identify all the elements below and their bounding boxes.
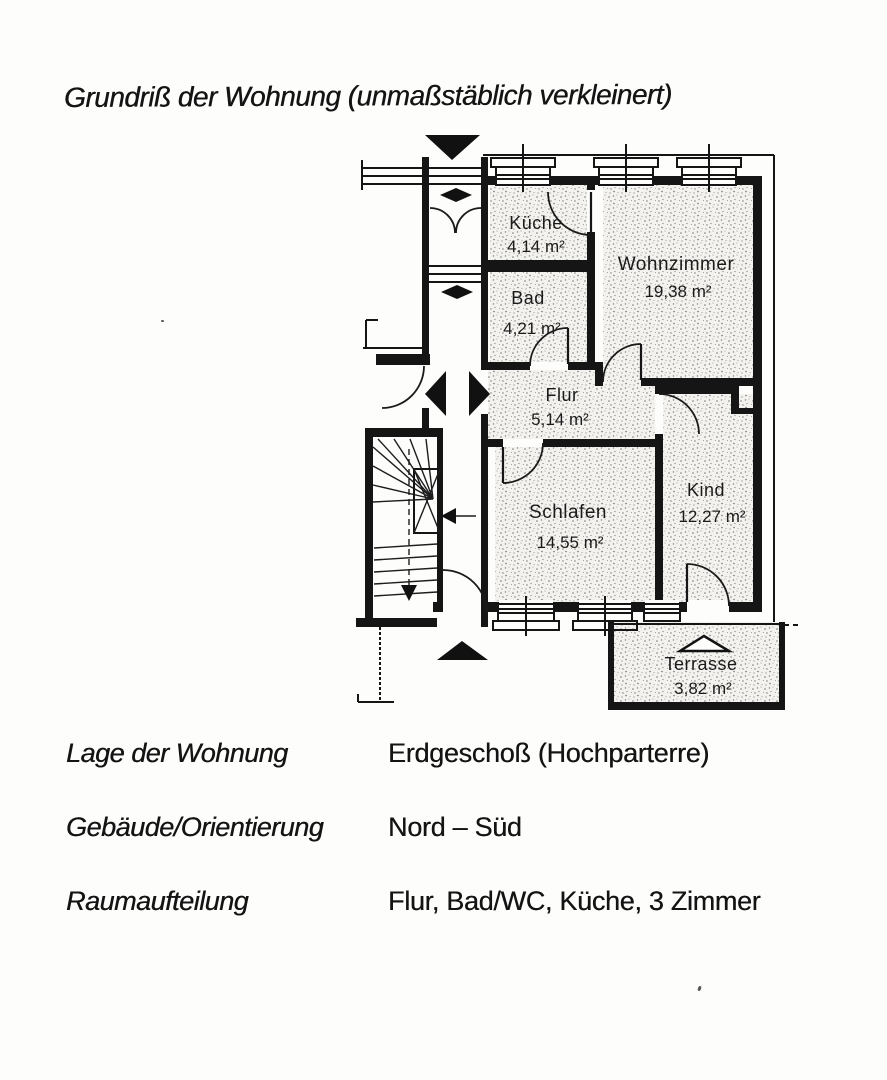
lage-label: Lage der Wohnung (66, 738, 288, 768)
bad-door (529, 327, 569, 367)
orientierung-value: Nord – Süd (388, 812, 522, 842)
floor-plan: Küche 4,14 m² Bad 4,21 m² Wohnzimmer 19,… (356, 135, 800, 710)
room-floors (488, 185, 779, 704)
kueche-door (547, 191, 592, 236)
terrasse-label: Terrasse (664, 654, 737, 674)
door-arrow-right-icon (469, 371, 490, 416)
window-icon (643, 600, 681, 622)
door-arrow-left-icon (425, 371, 446, 416)
window-icon (492, 596, 560, 636)
lage-value: Erdgeschoß (Hochparterre) (388, 738, 710, 768)
corridor-double-door (429, 207, 456, 234)
step-direction-icon (441, 285, 457, 299)
detail-row-raumaufteilung: Raumaufteilung Flur, Bad/WC, Küche, 3 Zi… (66, 886, 856, 917)
terrasse-area: 3,82 m² (674, 679, 732, 698)
schlafen-door (502, 442, 544, 484)
wohnzimmer-area: 19,38 m² (644, 282, 711, 301)
kueche-area: 4,14 m² (507, 237, 565, 256)
bad-label: Bad (511, 288, 545, 308)
window-icon (676, 144, 742, 192)
window-icon (572, 596, 638, 636)
orientierung-label: Gebäude/Orientierung (66, 812, 324, 842)
kind-floor (663, 394, 753, 602)
flur-label: Flur (546, 385, 579, 405)
schlafen-area: 14,55 m² (536, 533, 603, 552)
window-icons-top (490, 144, 742, 192)
raumaufteilung-label: Raumaufteilung (66, 886, 249, 916)
terrasse-floor (614, 622, 779, 704)
apartment-entry-door (381, 365, 425, 409)
arrows (425, 135, 734, 660)
flur-area: 5,14 m² (531, 410, 589, 429)
raumaufteilung-value: Flur, Bad/WC, Küche, 3 Zimmer (388, 886, 761, 916)
page-title: Grundriß der Wohnung (unmaßstäblich verk… (63, 78, 672, 113)
scan-speck (697, 985, 702, 992)
kind-door (658, 393, 700, 435)
window-icon (490, 144, 556, 192)
wohnzimmer-door (602, 343, 642, 383)
wohnzimmer-label: Wohnzimmer (618, 254, 735, 275)
bad-floor (490, 272, 587, 362)
schlafen-label: Schlafen (529, 502, 607, 523)
terrasse-door (686, 563, 730, 607)
kueche-floor (490, 185, 587, 260)
cellar-door (442, 569, 488, 615)
step-direction-icon (440, 188, 456, 202)
room-labels: Küche 4,14 m² Bad 4,21 m² Wohnzimmer 19,… (503, 213, 746, 698)
entrance-arrow-up-icon (437, 641, 488, 660)
kind-label: Kind (687, 480, 725, 500)
flur-floor (488, 370, 655, 439)
kind-area: 12,27 m² (678, 507, 745, 526)
window-icon (593, 144, 659, 192)
staircase (361, 160, 481, 601)
entrance-arrow-down-icon (425, 135, 480, 160)
terrasse-gable-icon (675, 634, 734, 653)
stair-direction-arrow (401, 585, 417, 601)
door-swings (381, 191, 730, 615)
detail-row-lage: Lage der Wohnung Erdgeschoß (Hochparterr… (66, 738, 856, 769)
bad-area: 4,21 m² (503, 319, 561, 338)
detail-row-orientierung: Gebäude/Orientierung Nord – Süd (66, 812, 856, 843)
kueche-label: Küche (509, 213, 563, 233)
scan-speck (161, 320, 164, 322)
window-icons-bottom (492, 596, 681, 636)
schlafen-floor (495, 447, 655, 602)
